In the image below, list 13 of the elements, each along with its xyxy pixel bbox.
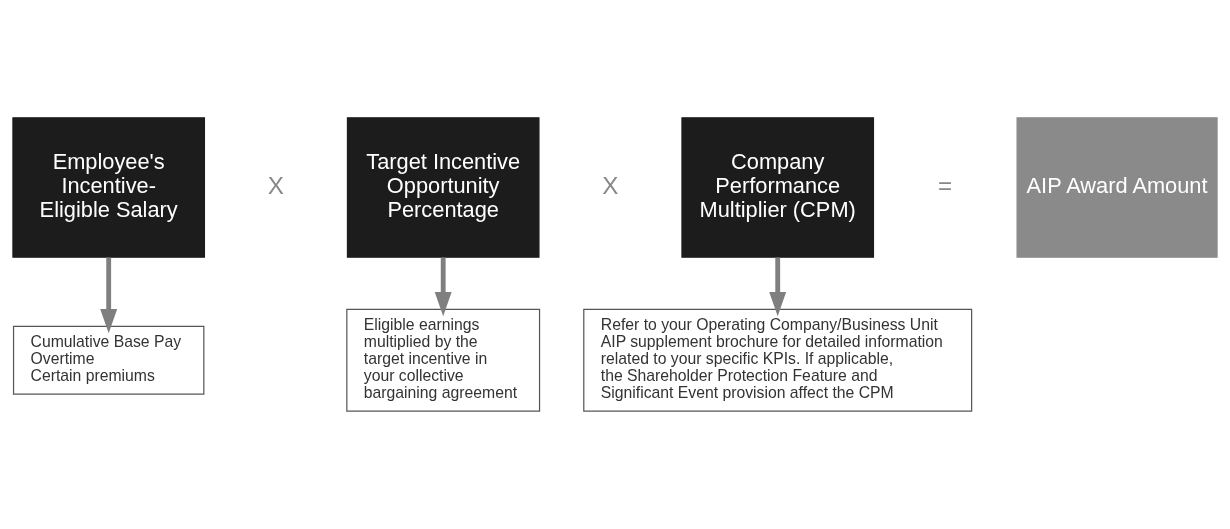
node-box: Eligible earnings multiplied by the target incentive in your collective bargaining agreement	[346, 308, 541, 412]
node-box: AIP Award Amount	[1016, 117, 1218, 258]
node-box: Company Performance Multiplier (CPM)	[681, 117, 875, 258]
label: =	[937, 171, 953, 199]
arrow	[769, 257, 787, 317]
node-box: Cumulative Base Pay Overtime Certain premiums	[12, 325, 205, 395]
node-box: Employee's Incentive-Eligible Salary	[12, 117, 206, 258]
arrow	[100, 257, 118, 334]
label: X	[602, 171, 619, 199]
node-box: Refer to your Operating Company/Business Unit AIP supplement brochure for detailed information related to your specific KPIs. If applicable, the Shareholder Protection Feature and Significant Event provision affect the CPM	[583, 308, 973, 412]
label: X	[267, 171, 285, 199]
node-box: Target Incentive Opportunity Percentage	[346, 117, 540, 258]
arrow	[434, 257, 452, 317]
